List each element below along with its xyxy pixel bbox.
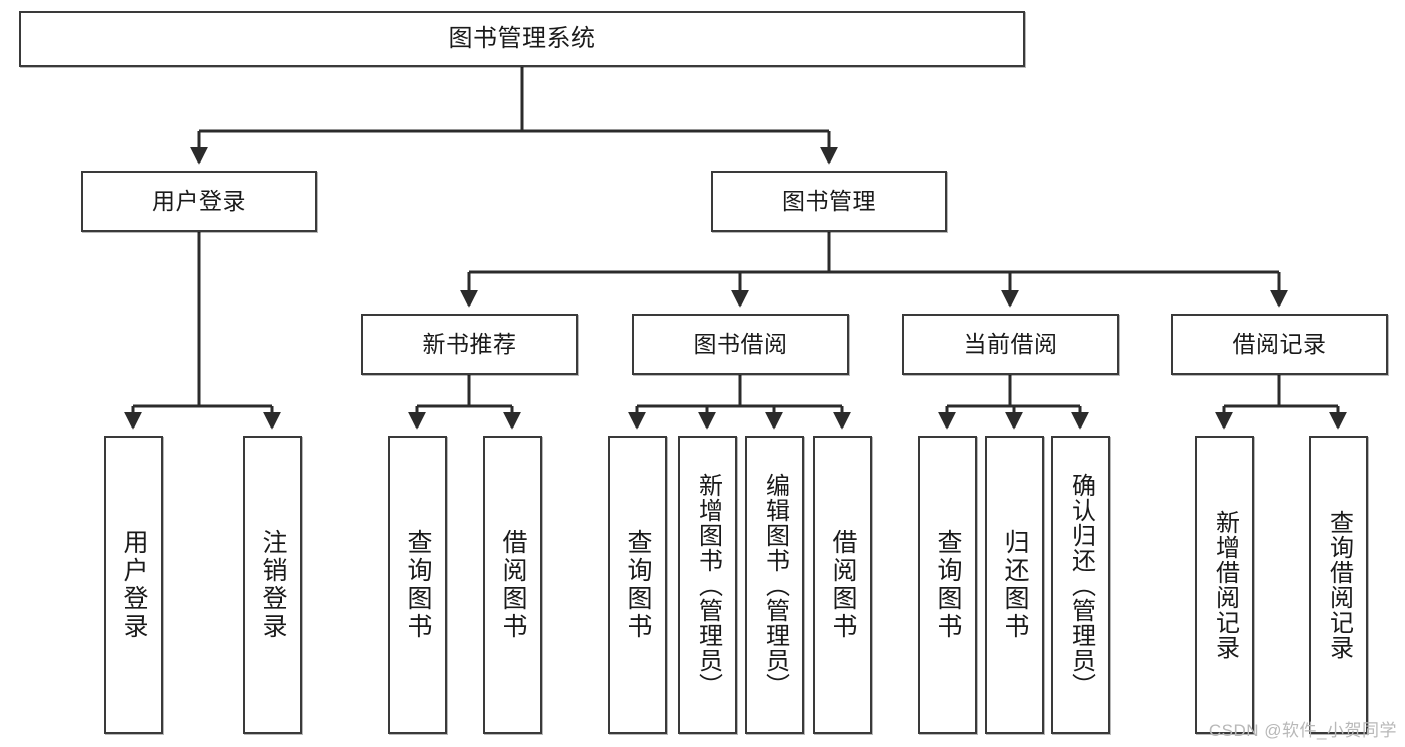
node-leaf-borrow-book-rec[interactable]: 借阅图书 <box>483 436 542 734</box>
node-book-borrow-label: 图书借阅 <box>693 330 788 357</box>
node-leaf-edit-book-admin-label: 编辑图书（管理员） <box>761 472 789 698</box>
node-leaf-query-book-brw-label: 查询图书 <box>624 529 652 641</box>
node-leaf-confirm-return-label: 确认归还（管理员） <box>1067 472 1095 698</box>
node-current-borrow[interactable]: 当前借阅 <box>902 314 1119 375</box>
node-user-login[interactable]: 用户登录 <box>81 171 317 232</box>
node-leaf-return-book-label: 归还图书 <box>1001 529 1029 641</box>
node-leaf-query-book-cur[interactable]: 查询图书 <box>918 436 977 734</box>
node-borrow-record-label: 借阅记录 <box>1232 330 1327 357</box>
node-root[interactable]: 图书管理系统 <box>19 11 1025 67</box>
node-current-borrow-label: 当前借阅 <box>963 330 1058 357</box>
node-root-label: 图书管理系统 <box>448 24 596 52</box>
node-leaf-add-borrow-record[interactable]: 新增借阅记录 <box>1195 436 1254 734</box>
node-leaf-query-borrow-record-label: 查询借阅记录 <box>1325 510 1353 660</box>
node-book-borrow[interactable]: 图书借阅 <box>632 314 849 375</box>
node-leaf-add-book-admin[interactable]: 新增图书（管理员） <box>678 436 737 734</box>
node-leaf-edit-book-admin[interactable]: 编辑图书（管理员） <box>745 436 804 734</box>
node-borrow-record[interactable]: 借阅记录 <box>1171 314 1388 375</box>
node-new-book-recommend-label: 新书推荐 <box>422 330 517 357</box>
node-leaf-add-borrow-record-label: 新增借阅记录 <box>1211 510 1239 660</box>
node-leaf-query-borrow-record[interactable]: 查询借阅记录 <box>1309 436 1368 734</box>
node-leaf-confirm-return[interactable]: 确认归还（管理员） <box>1051 436 1110 734</box>
node-leaf-borrow-book-rec-label: 借阅图书 <box>499 529 527 641</box>
node-leaf-add-book-admin-label: 新增图书（管理员） <box>694 472 722 698</box>
node-leaf-user-login[interactable]: 用户登录 <box>104 436 163 734</box>
node-leaf-user-logout-label: 注销登录 <box>259 529 287 641</box>
node-leaf-borrow-book-brw[interactable]: 借阅图书 <box>813 436 872 734</box>
node-user-login-label: 用户登录 <box>152 187 246 214</box>
node-leaf-query-book-brw[interactable]: 查询图书 <box>608 436 667 734</box>
node-leaf-user-login-label: 用户登录 <box>120 529 148 641</box>
node-leaf-return-book[interactable]: 归还图书 <box>985 436 1044 734</box>
node-book-manage[interactable]: 图书管理 <box>711 171 947 232</box>
node-leaf-query-book-cur-label: 查询图书 <box>934 529 962 641</box>
node-leaf-query-book-rec[interactable]: 查询图书 <box>388 436 447 734</box>
node-leaf-query-book-rec-label: 查询图书 <box>404 529 432 641</box>
csdn-watermark: CSDN @软件_小贺同学 <box>1208 721 1397 740</box>
node-new-book-recommend[interactable]: 新书推荐 <box>361 314 578 375</box>
node-leaf-user-logout[interactable]: 注销登录 <box>243 436 302 734</box>
node-leaf-borrow-book-brw-label: 借阅图书 <box>829 529 857 641</box>
node-book-manage-label: 图书管理 <box>782 187 876 214</box>
